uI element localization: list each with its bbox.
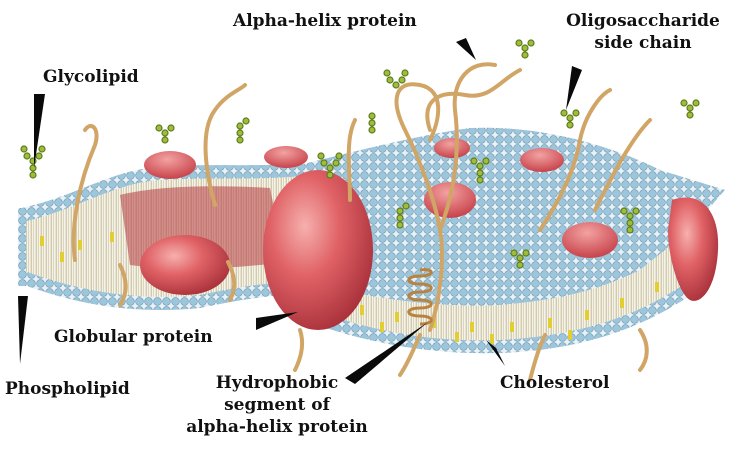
globular-protein-right-small [520,148,564,172]
label-hydrophobic-line1: Hydrophobic [215,373,339,393]
globular-protein-top-left [144,151,196,179]
label-oligosaccharide-line1: Oligosaccharide [566,11,720,31]
membrane-top-surface [300,127,725,306]
label-hydrophobic-segment: Hydrophobic segment of alpha-helix prote… [172,372,382,438]
pointer-globular [256,312,298,330]
globular-protein-right-mid [562,222,618,258]
label-glycolipid: Glycolipid [43,67,139,87]
label-oligosaccharide-line2: side chain [594,33,692,53]
label-phospholipid: Phospholipid [5,379,130,399]
front-bottom-heads [320,280,698,354]
pointer-phospholipid [18,296,28,364]
pointer-cholesterol [486,340,505,366]
pointer-alpha-helix [456,38,476,60]
label-globular-protein: Globular protein [54,327,213,347]
hydrophobic-helix-coil [407,268,433,326]
globular-protein-top-right [434,138,470,158]
label-hydrophobic-line2: segment of [224,395,330,415]
left-top-heads [22,163,302,222]
label-pointers [18,38,582,384]
globular-protein-left [140,235,230,295]
label-cholesterol: Cholesterol [500,373,610,393]
label-alpha-helix-protein: Alpha-helix protein [233,11,417,31]
label-oligosaccharide: Oligosaccharide side chain [548,10,738,54]
globular-protein-top-mid [264,146,308,168]
lipid-bilayer [18,127,725,354]
pointer-oligosaccharide [566,66,582,110]
label-hydrophobic-line3: alpha-helix protein [186,417,368,437]
membrane-left-edge [18,208,26,286]
globular-protein-large [263,170,373,330]
alpha-helix-fibers [71,62,652,382]
oligosaccharide-chains [20,39,700,269]
pointer-glycolipid [34,94,45,168]
pointer-hydrophobic [345,322,428,384]
left-bottom-heads [22,270,320,311]
globular-protein-right-edge [668,197,719,301]
